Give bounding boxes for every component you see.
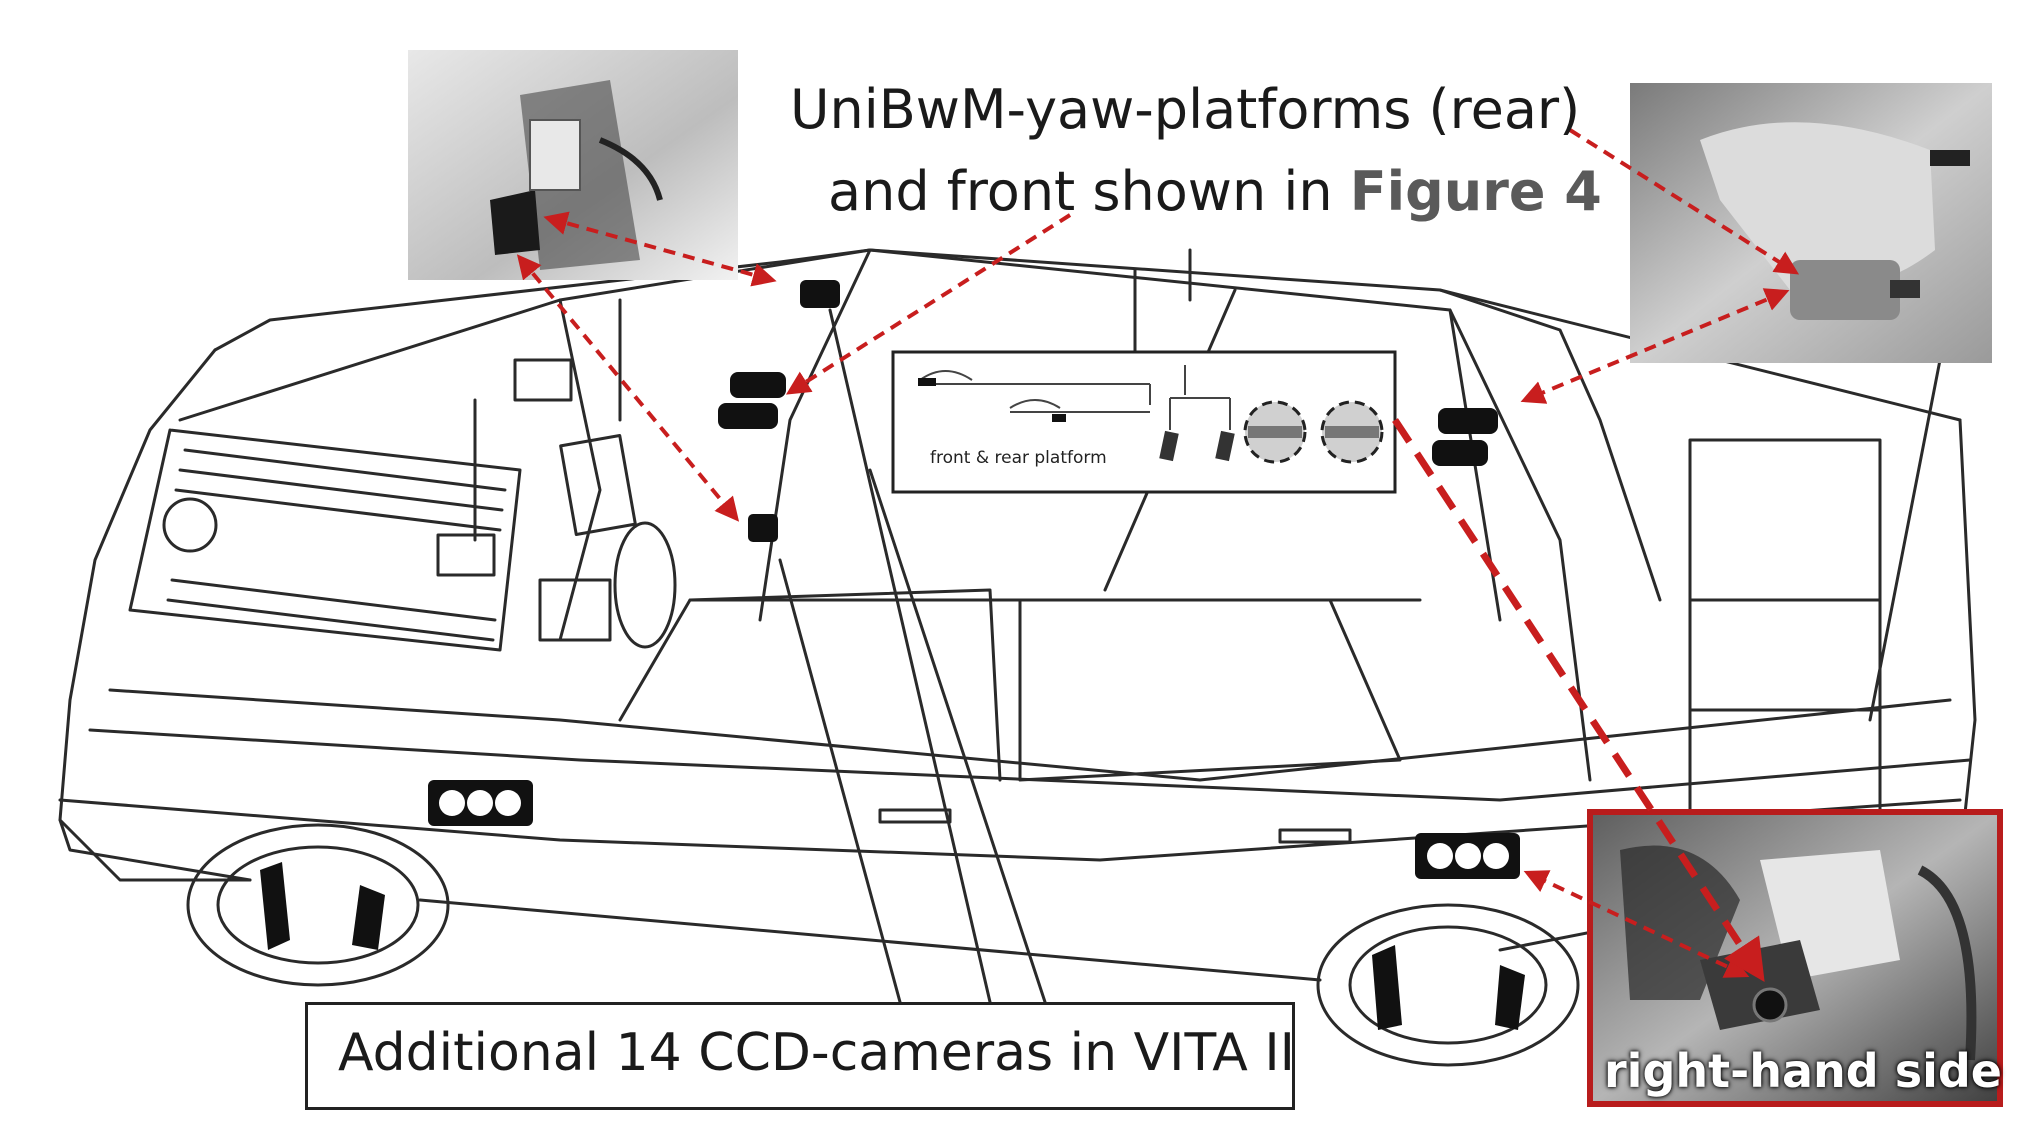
- rear-wheel: [1316, 903, 1580, 1067]
- title-line-1: UniBwM-yaw-platforms (rear): [790, 78, 1581, 141]
- long-arrow: [1392, 418, 1765, 983]
- photo-top-right: [1630, 83, 1992, 363]
- bottom-caption: Additional 14 CCD-cameras in VITA II: [338, 1023, 1295, 1083]
- platform-inset: [891, 350, 1397, 494]
- figure-reference: Figure 4: [1349, 160, 1602, 223]
- camera-cluster-rear: [1415, 833, 1520, 879]
- annotation-arrows: [516, 128, 1800, 978]
- camera-cluster-front: [428, 780, 533, 826]
- bottom-caption-box: Additional 14 CCD-cameras in VITA II: [305, 1002, 1295, 1110]
- title-line-2-prefix: and front shown in: [828, 160, 1350, 223]
- inset-label: front & rear platform: [930, 448, 1107, 468]
- title-line-2: and front shown in Figure 4: [828, 160, 1602, 223]
- right-hand-side-label: right-hand side: [1604, 1044, 2002, 1098]
- camera-icon: [718, 280, 1498, 542]
- front-wheel: [186, 823, 450, 987]
- photo-top-left: [408, 50, 738, 280]
